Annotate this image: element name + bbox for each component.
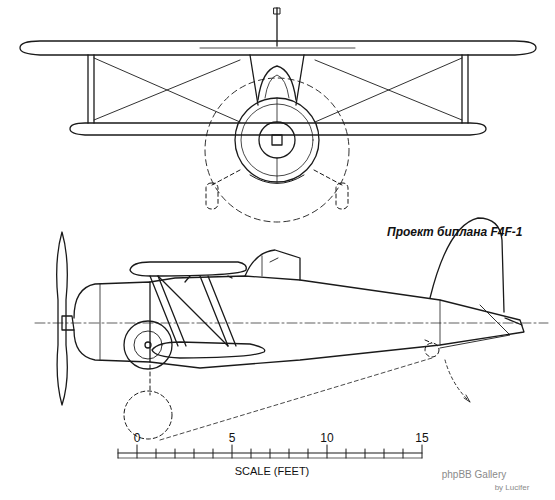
scale-tick <box>327 445 328 458</box>
scale-tick <box>403 449 404 458</box>
scale-tick <box>308 449 309 458</box>
scale-number: 0 <box>134 432 141 444</box>
scale-tick <box>232 445 233 458</box>
scale-tick <box>137 445 138 458</box>
scale-tick <box>213 449 214 458</box>
scale-tick <box>156 449 157 458</box>
scale-tick <box>384 449 385 458</box>
watermark: phpBB Gallery <box>442 470 506 480</box>
front-view <box>20 8 536 222</box>
caption-label: Проект биплана F4F-1 <box>387 226 523 238</box>
scale-title: SCALE (FEET) <box>235 466 310 477</box>
scale-ticks <box>118 445 422 458</box>
scale-tick <box>346 449 347 458</box>
scale-number: 5 <box>229 432 236 444</box>
scale-tick <box>175 449 176 458</box>
scale-tick <box>422 445 423 458</box>
scale-tick <box>289 449 290 458</box>
scale-tick <box>270 449 271 458</box>
scale-tick <box>118 449 119 458</box>
watermark: by Lucifer <box>495 484 530 492</box>
scale-tick <box>251 449 252 458</box>
scale-tick <box>194 449 195 458</box>
side-view <box>35 218 548 440</box>
scale-tick <box>365 449 366 458</box>
scale-number: 15 <box>415 432 428 444</box>
scale-number: 10 <box>320 432 333 444</box>
